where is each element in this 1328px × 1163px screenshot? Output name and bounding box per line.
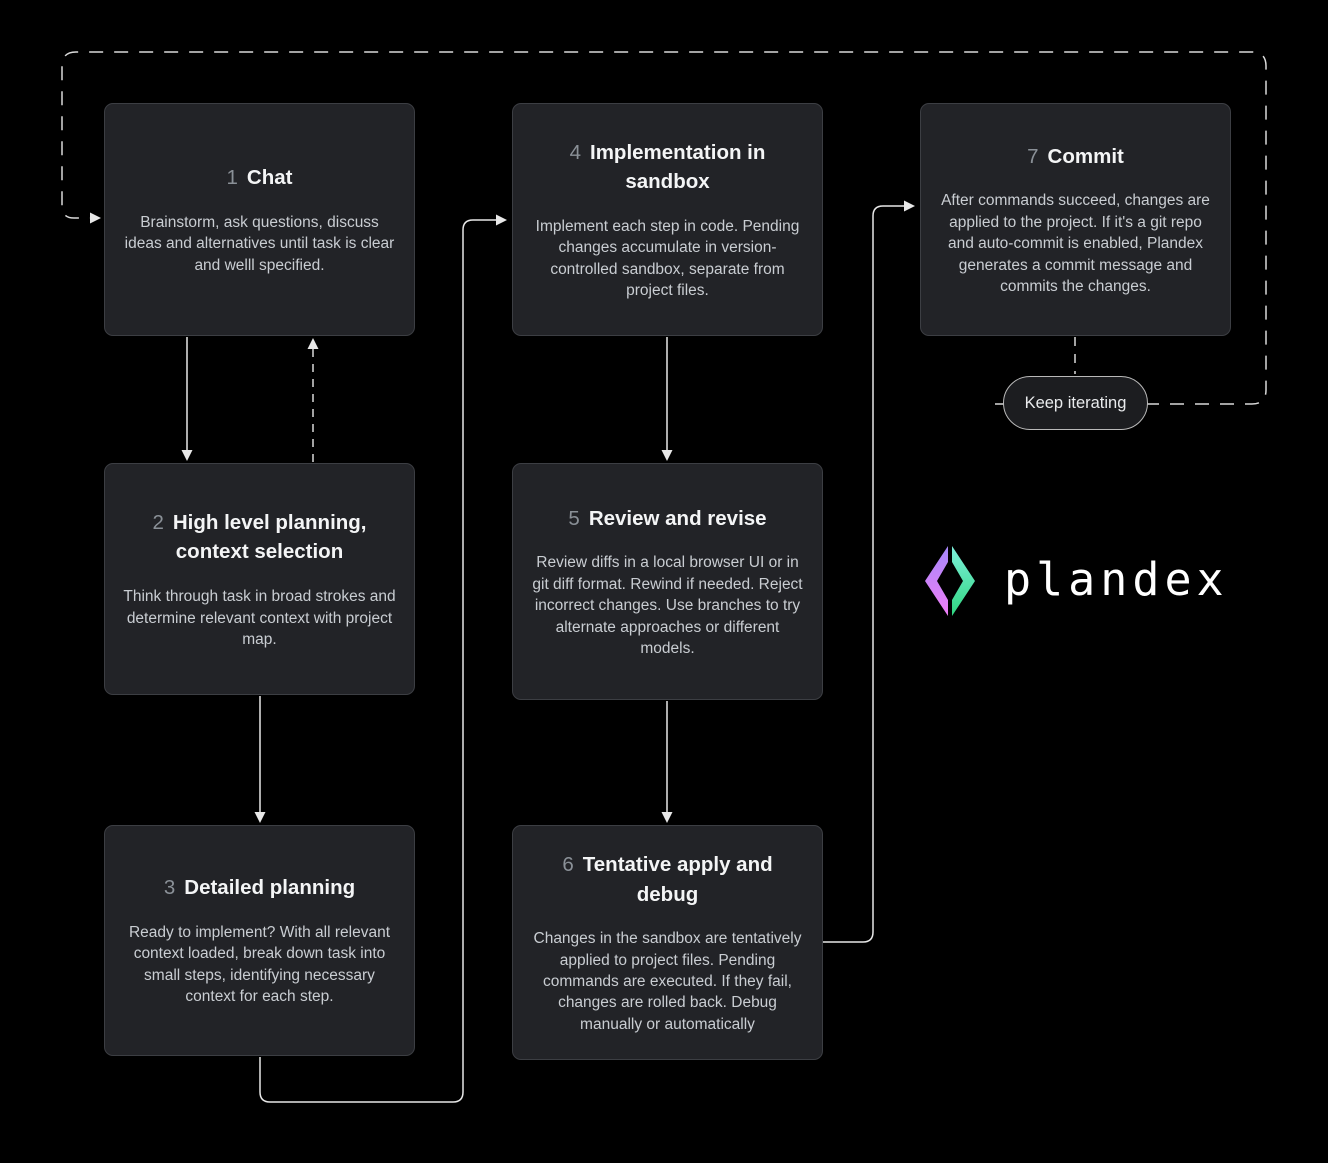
step-number: 5 <box>568 506 580 530</box>
step-number: 6 <box>562 852 574 876</box>
step-description: Think through task in broad strokes and … <box>123 588 396 648</box>
step-title-text: Detailed planning <box>184 876 356 900</box>
step-box-implementation-sandbox: 4 Implementation in sandbox Implement eac… <box>512 103 823 336</box>
step-box-commit: 7 Commit After commands succeed, changes … <box>920 103 1231 336</box>
step-description: Implement each step in code. Pending cha… <box>535 217 800 300</box>
step-title: 5 Review and revise <box>568 504 766 534</box>
step-title-text: Commit <box>1047 144 1124 168</box>
step-title: 4 Implementation in sandbox <box>530 138 805 197</box>
step-number: 7 <box>1027 144 1039 168</box>
plandex-logo-text: plandex <box>1004 552 1229 606</box>
step-title: 7 Commit <box>1027 142 1124 172</box>
step-title: 3 Detailed planning <box>164 873 355 903</box>
plandex-logo: plandex <box>918 542 1229 620</box>
step-title-text: Tentative apply and debug <box>582 852 773 906</box>
step-title: 2 High level planning, context selection <box>122 508 397 567</box>
step-description: Ready to implement? With all relevant co… <box>128 924 391 1006</box>
step-box-review-revise: 5 Review and revise Review diffs in a loc… <box>512 463 823 700</box>
step-title-text: High level planning, context selection <box>172 510 367 564</box>
step-number: 1 <box>226 166 238 190</box>
keep-iterating-pill: Keep iterating <box>1003 376 1148 430</box>
step-title: 6 Tentative apply and debug <box>530 850 805 909</box>
step-description: After commands succeed, changes are appl… <box>941 192 1210 295</box>
step-box-chat: 1 Chat Brainstorm, ask questions, discuss… <box>104 103 415 336</box>
plandex-logo-icon <box>925 546 975 616</box>
step-description: Brainstorm, ask questions, discuss ideas… <box>124 213 395 274</box>
step-box-detailed-planning: 3 Detailed planning Ready to implement? W… <box>104 825 415 1056</box>
step-number: 4 <box>569 140 581 164</box>
arrow-detailed-to-implementation <box>259 214 507 1103</box>
step-description: Review diffs in a local browser UI or in… <box>532 554 803 657</box>
step-number: 2 <box>152 510 164 534</box>
step-title-text: Review and revise <box>588 506 767 530</box>
step-title: 1 Chat <box>227 163 293 193</box>
step-box-tentative-apply-debug: 6 Tentative apply and debug Changes in th… <box>512 825 823 1060</box>
arrow-tentative-to-commit <box>823 200 915 943</box>
step-title-text: Implementation in sandbox <box>590 140 766 194</box>
step-description: Changes in the sandbox are tentatively a… <box>533 930 802 1033</box>
keep-iterating-label: Keep iterating <box>1024 393 1127 412</box>
step-number: 3 <box>163 876 176 900</box>
step-title-text: Chat <box>246 166 293 190</box>
